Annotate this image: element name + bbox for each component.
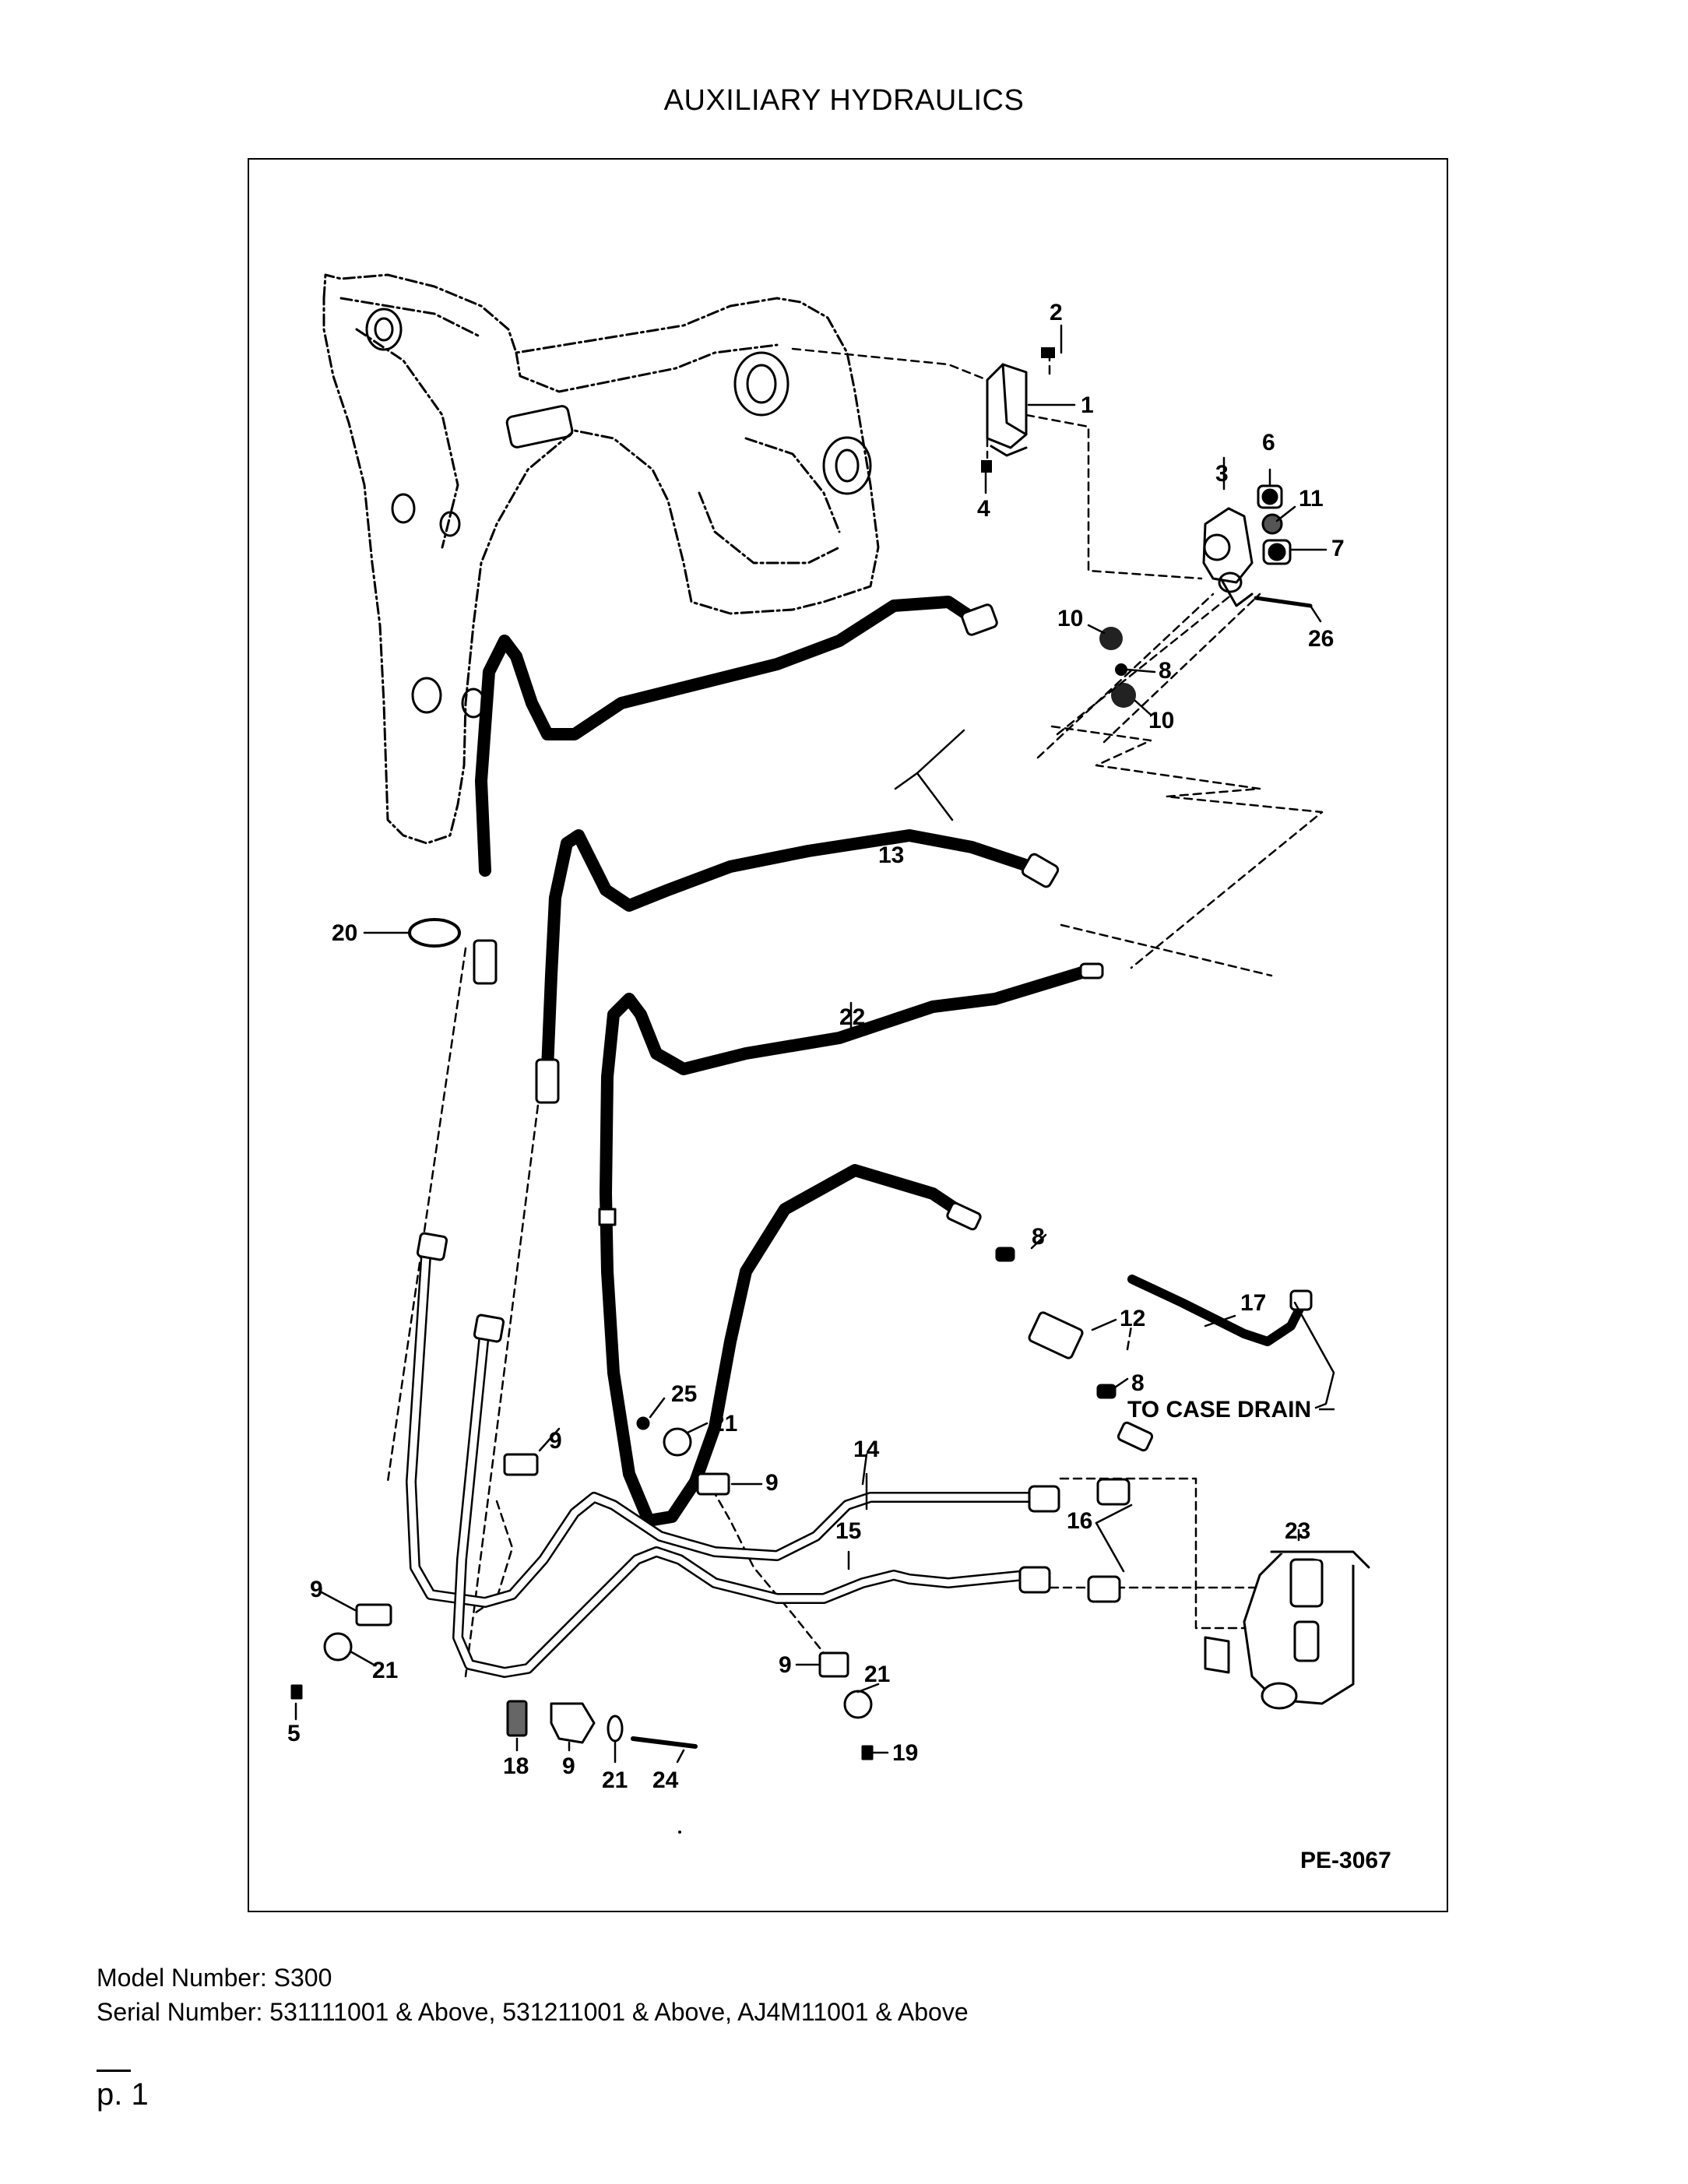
hose-return — [601, 1164, 974, 1527]
parts-diagram: 2 1 4 6 3 11 7 10 26 8 10 13 20 22 8 12 … — [287, 273, 1391, 1873]
callout: 21 — [372, 1658, 398, 1683]
callout: 1 — [1081, 392, 1094, 418]
callout: 3 — [1215, 461, 1229, 487]
callout: 21 — [712, 1411, 737, 1437]
callout: 26 — [1308, 626, 1334, 652]
callout: 23 — [1285, 1518, 1310, 1544]
callout: 8 — [1159, 658, 1172, 684]
callout: 6 — [1262, 430, 1275, 455]
callout: 19 — [892, 1740, 918, 1766]
callout: 9 — [549, 1428, 562, 1454]
assembly-lines — [386, 347, 1324, 1678]
callout: 12 — [1120, 1306, 1145, 1331]
page-number: p. 1 — [97, 2077, 149, 2112]
callout: 14 — [853, 1437, 880, 1462]
drawing-reference: PE-3067 — [1300, 1848, 1391, 1873]
loader-frame-illustration — [322, 273, 880, 845]
callout: 11 — [1299, 486, 1324, 512]
footer-divider — [97, 2070, 131, 2072]
serial-number: Serial Number: 531111001 & Above, 531211… — [97, 1998, 969, 2026]
callout: 4 — [977, 496, 990, 522]
hose-13-upper — [475, 596, 978, 877]
page-title: AUXILIARY HYDRAULICS — [663, 84, 1025, 117]
callout: 10 — [1148, 708, 1174, 733]
callout: 21 — [864, 1662, 890, 1687]
callout: 15 — [835, 1518, 861, 1544]
callout: 9 — [310, 1577, 323, 1602]
callout: 9 — [765, 1470, 779, 1496]
mounting-bracket — [986, 363, 1028, 457]
callout: 25 — [671, 1381, 697, 1407]
bolt-2 — [1041, 347, 1055, 358]
tube-nuts — [416, 1232, 1060, 1594]
callout: 5 — [287, 1721, 301, 1746]
callout: 8 — [1032, 1224, 1045, 1250]
callout: 20 — [332, 920, 357, 946]
callout: 2 — [1050, 300, 1063, 325]
callout: 24 — [652, 1767, 679, 1793]
fitting-10-lower — [1111, 683, 1136, 708]
adapters-16 — [1087, 1478, 1131, 1603]
coupler-block — [1202, 507, 1254, 607]
fitting-10-upper — [1099, 627, 1123, 650]
hose-13-lower — [541, 829, 1036, 1075]
hose-fittings — [473, 603, 1313, 1452]
bolt-26 — [1254, 596, 1313, 608]
callout: 9 — [779, 1652, 792, 1678]
clamp-20 — [408, 918, 461, 948]
clamp-hardware — [290, 1416, 874, 1760]
callout: 22 — [839, 1004, 865, 1030]
seal-11 — [1261, 513, 1283, 535]
callout: 7 — [1331, 536, 1345, 561]
callout: 13 — [878, 842, 904, 868]
nut-4 — [981, 460, 992, 473]
fitting-8-upper — [1115, 663, 1127, 676]
hose-17 — [1127, 1275, 1307, 1346]
fitting-6 — [1257, 484, 1283, 509]
callout: 10 — [1057, 606, 1083, 631]
control-valve — [1204, 1550, 1370, 1710]
hose-22 — [600, 965, 1091, 1278]
model-number: Model Number: S300 — [97, 1964, 332, 1992]
callout: 8 — [1131, 1370, 1145, 1396]
callout: 17 — [1240, 1290, 1266, 1316]
callout: 9 — [562, 1753, 575, 1779]
leader-lines — [294, 324, 1335, 1764]
callout: 21 — [602, 1767, 628, 1793]
fitting-7 — [1262, 539, 1292, 565]
callout: 16 — [1067, 1508, 1092, 1534]
diagram-frame — [248, 158, 1448, 1912]
callout: 18 — [503, 1753, 529, 1779]
case-drain-note: TO CASE DRAIN — [1127, 1397, 1311, 1423]
